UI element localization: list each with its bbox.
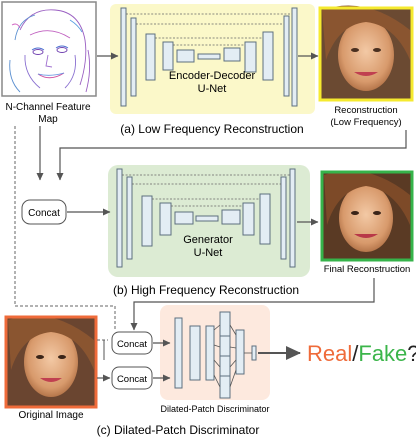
section-a-caption: (a) Low Frequency Reconstruction xyxy=(120,122,303,136)
arrow-recon-to-concat1 xyxy=(56,130,407,181)
feature-map-label-line1: N-Channel Feature xyxy=(5,102,90,113)
original-label: Original Image xyxy=(18,410,83,421)
unet2-label-line1: Generator xyxy=(183,234,233,246)
recon-label-line2: (Low Frequency) xyxy=(330,117,401,128)
unet1-label-line2: U-Net xyxy=(198,83,227,95)
concat-box-1 xyxy=(21,199,67,225)
output-real: Real xyxy=(307,341,352,366)
section-c-caption: (c) Dilated-Patch Discriminator xyxy=(97,423,260,437)
discriminator-background xyxy=(160,305,270,400)
concat-box-2 xyxy=(111,331,153,355)
output-question: ? xyxy=(407,341,416,366)
unet1-label-line1: Encoder-Decoder xyxy=(169,70,256,82)
recon-label-line1: Reconstruction xyxy=(334,105,397,116)
final-recon-image xyxy=(320,170,414,262)
output-slash: / xyxy=(352,341,359,366)
concat-label-1: Concat xyxy=(28,208,60,219)
unet1-layers xyxy=(120,7,298,107)
output-fake: Fake xyxy=(358,341,407,366)
unet1-skip-connections xyxy=(126,13,292,46)
dashed-feature-to-concat2 xyxy=(14,126,116,330)
unet2-label-line2: U-Net xyxy=(194,247,223,259)
arrow-final-to-concat2 xyxy=(130,278,375,331)
discriminator-connections xyxy=(213,324,252,388)
discriminator-layers xyxy=(174,311,257,399)
concat-box-3 xyxy=(111,366,153,390)
feature-map-image xyxy=(1,1,97,97)
unet2-layers xyxy=(116,168,296,268)
recon-low-freq-image xyxy=(318,5,414,102)
feature-map-label-line2: Map xyxy=(38,114,58,125)
output-label: Real/Fake? xyxy=(307,341,416,366)
discriminator-label: Dilated-Patch Discriminator xyxy=(160,404,269,414)
original-image xyxy=(4,315,98,409)
section-b-caption: (b) High Frequency Reconstruction xyxy=(113,283,299,297)
unet2-skip-connections xyxy=(122,174,290,207)
concat-label-2: Concat xyxy=(117,339,147,350)
concat-label-3: Concat xyxy=(117,374,147,385)
final-recon-label: Final Reconstruction xyxy=(324,264,411,275)
